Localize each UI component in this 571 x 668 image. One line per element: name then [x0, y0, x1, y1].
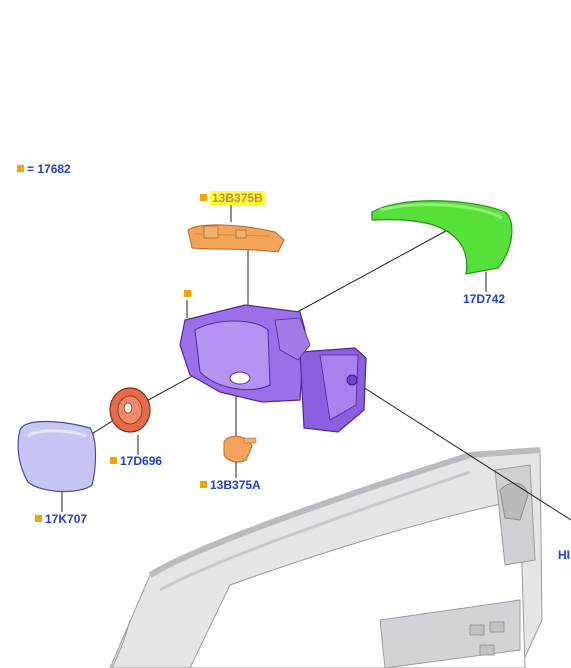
legend-text: = 17682 — [27, 162, 71, 176]
callout-17k707-text: 17K707 — [45, 512, 88, 526]
callout-13b375a-text: 13B375A — [210, 478, 261, 492]
callout-13b375b-text: 13B375B — [210, 191, 265, 205]
leader-door — [351, 379, 571, 521]
legend: = 17682 — [17, 162, 71, 176]
legend-marker — [17, 165, 24, 172]
leader-cap — [267, 225, 456, 329]
turn-lamp-upper — [187, 224, 285, 253]
callout-17d696-marker — [110, 457, 117, 464]
callout-13b375b: 13B375B — [200, 191, 265, 205]
callout-17d696: 17D696 — [110, 454, 162, 468]
marker-square-housing — [184, 290, 191, 297]
callout-17d742: 17D742 — [463, 292, 506, 306]
mirror-heater — [109, 387, 151, 433]
callout-13b375b-marker — [200, 194, 207, 201]
mirror-glass — [17, 420, 97, 493]
mirror-housing — [179, 304, 367, 433]
callout-17k707: 17K707 — [35, 512, 87, 526]
callout-13b375a-marker — [200, 481, 207, 488]
callout-17k707-marker — [35, 515, 42, 522]
callout-13b375a: 13B375A — [200, 478, 261, 492]
callout-cut-label: HI — [558, 548, 570, 562]
turn-lamp-lower — [223, 435, 257, 463]
door-panel — [109, 447, 543, 668]
mirror-cap — [371, 200, 513, 275]
callout-17d696-text: 17D696 — [120, 454, 163, 468]
